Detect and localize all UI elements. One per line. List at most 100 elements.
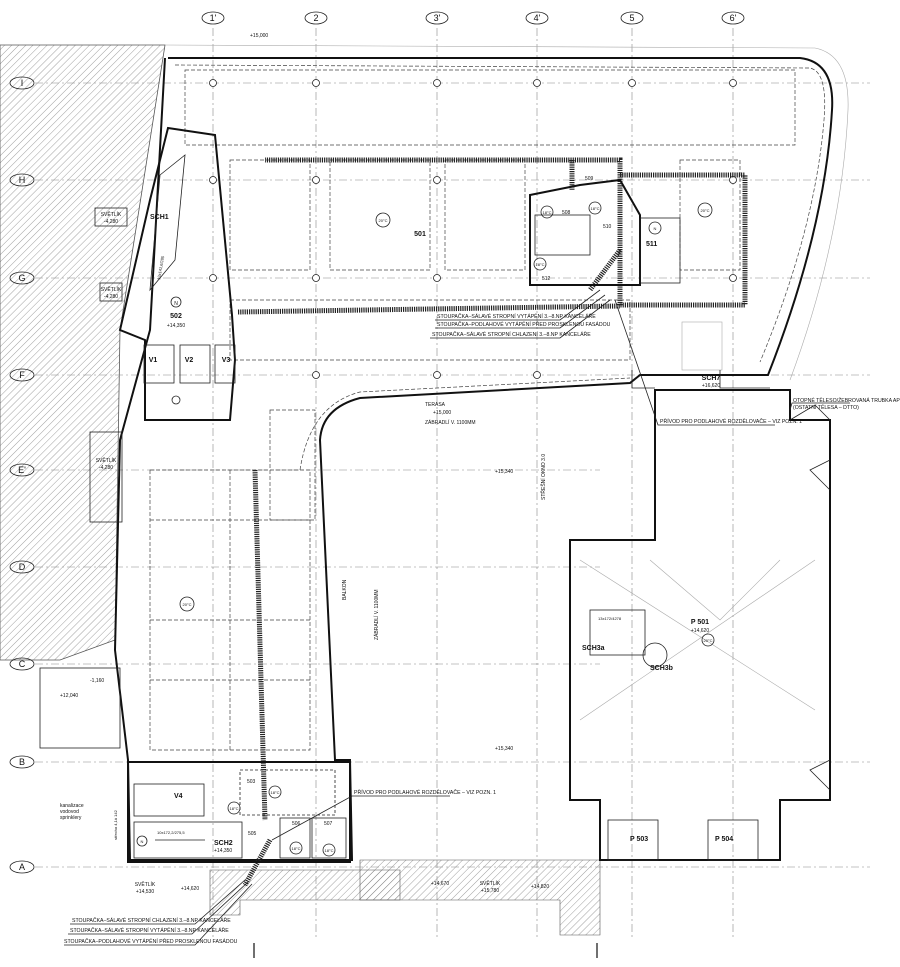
svg-text:OTOPNÉ TĚLESO/ŽEBROVANÁ TRUBKA: OTOPNÉ TĚLESO/ŽEBROVANÁ TRUBKA APOD. [793,396,900,404]
svg-text:+14,620: +14,620 [181,886,199,892]
room-label-501: 501 [414,231,426,238]
svg-text:(OSTATNÍ TĚLESA – DTTO): (OSTATNÍ TĚLESA – DTTO) [793,403,859,411]
stair-sch7: SCH7 +16,620 [631,321,770,389]
svg-text:18°C: 18°C [292,846,301,851]
grid-row-I: I [9,76,35,90]
svg-text:-4,280: -4,280 [104,294,118,300]
supply-note-top: PŘÍVOD PRO PODLAHOVÉ ROZDĚLOVAČE – VIZ P… [614,299,802,426]
svg-text:vodovod: vodovod [60,809,79,815]
svg-text:PŘÍVOD PRO PODLAHOVÉ ROZDĚLOVA: PŘÍVOD PRO PODLAHOVÉ ROZDĚLOVAČE – VIZ P… [660,417,802,425]
svg-text:sprinklery: sprinklery [60,815,82,821]
svg-text:+14,620: +14,620 [691,628,709,634]
ceiling-panels [149,69,796,751]
grid-column-2: 2 [304,11,328,25]
svg-text:20°C: 20°C [183,602,192,607]
svg-text:18°C: 18°C [271,790,280,795]
room-label-sch2: SCH2 [214,840,233,847]
grid-row-B: B [9,755,35,769]
room-label-v4: V4 [174,793,183,800]
svg-text:SVĚTLÍK: SVĚTLÍK [480,879,501,887]
skylight-1: SVĚTLÍK -4,280 [94,207,128,227]
svg-text:SVĚTLÍK: SVĚTLÍK [101,285,122,293]
room-label-v1: V1 [149,357,158,364]
columns [209,79,737,379]
core-sch2: N 18°C 18°C 18°C 18°C V4 SCH2 +14,350 10… [127,761,351,863]
building-p501: P 501 +14,620 20°C SCH3a SCH3b 13x172/42… [569,389,831,861]
svg-text:STOUPAČKA–SÁLAVÉ STROPNÍ VYTÁP: STOUPAČKA–SÁLAVÉ STROPNÍ VYTÁPĚNÍ 3.–8.N… [70,926,229,934]
skylight-2: SVĚTLÍK -4,280 [99,282,123,302]
svg-text:18°C: 18°C [591,206,600,211]
svg-text:+14,530: +14,530 [136,889,154,895]
room-label-512: 512 [542,276,551,282]
svg-text:STOUPAČKA–PODLAHOVÉ VYTÁPĚNÍ P: STOUPAČKA–PODLAHOVÉ VYTÁPĚNÍ PŘED PROSKL… [437,320,611,328]
svg-text:N: N [654,226,657,231]
stair-notation-sch1: 13x141,6/285 [156,255,165,281]
svg-text:STOUPAČKA–SÁLAVÉ STROPNÍ CHLAZ: STOUPAČKA–SÁLAVÉ STROPNÍ CHLAZENÍ 3.–8.N… [72,916,231,924]
svg-text:1': 1' [210,13,217,23]
svg-text:C: C [19,659,26,669]
svg-text:18°C: 18°C [536,262,545,267]
grid-row-H: H [9,173,35,187]
svg-text:B: B [19,757,25,767]
svg-text:F: F [19,370,25,380]
grid-row-D: D [9,560,35,574]
grid-row-G: G [9,271,35,285]
room-label-510: 510 [603,224,612,230]
grid-row-E: E' [9,463,35,477]
room-label-sch7: SCH7 [702,375,721,382]
svg-text:-1,160: -1,160 [90,678,104,684]
svg-text:10x172,2/275,5: 10x172,2/275,5 [157,830,185,835]
core-sch1: SCH1 13x141,6/285 502 +14,350 N V1 V2 V3 [118,126,237,421]
svg-text:20°C: 20°C [704,638,713,643]
balcony-edge [174,64,826,363]
svg-text:6': 6' [730,13,737,23]
svg-text:+16,620: +16,620 [702,383,720,389]
room-label-502: 502 [170,313,182,320]
riser-notes-top: STOUPAČKA–SÁLAVÉ STROPNÍ VYTÁPĚNÍ 3.–8.N… [430,289,611,339]
room-label-p501: P 501 [691,619,709,626]
skylight-3: SVĚTLÍK -4,280 [89,431,123,523]
svg-text:13x172/4278: 13x172/4278 [598,616,622,621]
room-label-v3: V3 [222,357,231,364]
svg-text:A: A [19,862,25,872]
svg-text:+15,780: +15,780 [481,888,499,894]
svg-text:kanalizace: kanalizace [60,803,84,809]
room-label-sch3b: SCH3b [650,665,673,672]
grid-row-C: C [9,657,35,671]
svg-text:N: N [141,839,144,844]
svg-text:+15,340: +15,340 [495,469,513,475]
svg-text:G: G [18,273,25,283]
room-label-sch3a: SCH3a [582,645,605,652]
core-toilets: 18°C 18°C 18°C N 508 509 510 511 512 [529,176,681,286]
svg-text:20°C: 20°C [701,208,710,213]
svg-text:D: D [19,562,26,572]
room-label-507: 507 [324,821,333,827]
room-label-508: 508 [562,210,571,216]
svg-text:+15,340: +15,340 [495,746,513,752]
svg-text:2: 2 [313,13,318,23]
svg-text:-4,280: -4,280 [104,219,118,225]
grid-column-3: 3' [425,11,449,25]
room-label-509: 509 [585,176,594,182]
svg-text:PŘÍVOD PRO PODLAHOVÉ ROZDĚLOVA: PŘÍVOD PRO PODLAHOVÉ ROZDĚLOVAČE – VIZ P… [354,788,496,796]
svg-text:H: H [19,175,26,185]
svg-text:STOUPAČKA–SÁLAVÉ STROPNÍ VYTÁP: STOUPAČKA–SÁLAVÉ STROPNÍ VYTÁPĚNÍ 3.–8.N… [437,312,596,320]
svg-text:+15,000: +15,000 [250,33,268,39]
svg-text:SVĚTLÍK: SVĚTLÍK [96,456,117,464]
radiator-note: OTOPNÉ TĚLESO/ŽEBROVANÁ TRUBKA APOD. (OS… [789,396,900,411]
riser-notes-bottom: STOUPAČKA–SÁLAVÉ STROPNÍ CHLAZENÍ 3.–8.N… [64,879,253,946]
svg-text:18°C: 18°C [325,848,334,853]
svg-text:20°C: 20°C [379,218,388,223]
grid-column-5: 5 [620,11,644,25]
pipe-routes [237,157,748,887]
grid-row-A: A [9,860,35,874]
svg-text:18°C: 18°C [543,210,552,215]
svg-text:STOUPAČKA–SÁLAVÉ STROPNÍ CHLAZ: STOUPAČKA–SÁLAVÉ STROPNÍ CHLAZENÍ 3.–8.N… [432,330,591,338]
room-label-p504: P 504 [715,836,733,843]
room-label-p503: P 503 [630,836,648,843]
room-label-v2: V2 [185,357,194,364]
svg-text:-4,280: -4,280 [99,465,113,471]
svg-text:3': 3' [434,13,441,23]
building-outline [113,57,834,861]
